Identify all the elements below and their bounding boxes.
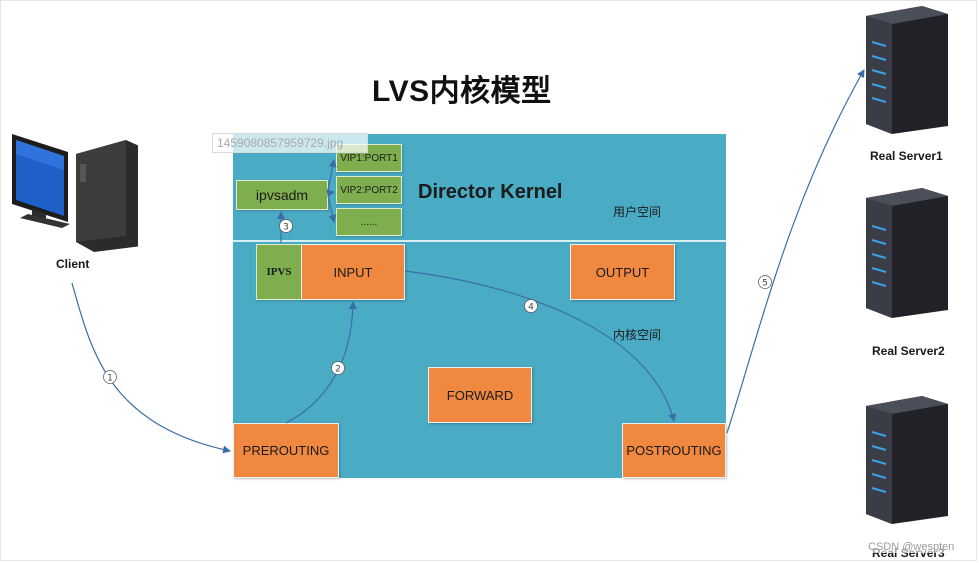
real-server-1-label: Real Server1: [870, 149, 943, 163]
prerouting-chain-box: PREROUTING: [233, 423, 339, 478]
vip2-port2-box: VIP2:PORT2: [336, 176, 402, 204]
arrow-step-2: [285, 301, 357, 424]
output-chain-box: OUTPUT: [570, 244, 675, 300]
forward-chain-box: FORWARD: [428, 367, 532, 423]
step-5-marker: [758, 275, 772, 289]
postrouting-chain-box: POSTROUTING: [622, 423, 726, 478]
arrow-ipvsadm-vip2: [326, 189, 335, 198]
ipvsadm-box: ipvsadm: [236, 180, 328, 210]
arrow-step-1: [71, 282, 231, 454]
input-chain-box: INPUT: [301, 244, 405, 300]
image-filename-watermark: 1459080857959729.jpg: [212, 133, 368, 153]
step-1-number: 1: [107, 374, 113, 384]
ipvs-box: IPVS: [256, 244, 302, 300]
server-tower-icon: [866, 188, 948, 318]
csdn-credit-watermark: CSDN @wespten: [868, 541, 955, 553]
step-3-marker: [279, 219, 293, 233]
user-kernel-divider: [233, 240, 726, 242]
step-3-number: 3: [283, 223, 289, 233]
arrow-step-5: [726, 69, 865, 434]
arrow-step-4: [404, 270, 677, 422]
kernel-space-label: 内核空间: [613, 328, 662, 342]
arrow-ipvsadm-vip1: [327, 159, 337, 191]
step-2-marker: [331, 361, 345, 375]
server-tower-icon: [866, 6, 948, 134]
more-vips-box: ......: [336, 208, 402, 236]
step-4-number: 4: [528, 303, 534, 313]
step-2-number: 2: [335, 365, 341, 375]
desktop-computer-icon: [12, 134, 138, 252]
user-space-label: 用户空间: [613, 205, 662, 219]
step-1-marker: [103, 370, 117, 384]
step-4-marker: [524, 299, 538, 313]
real-server-2-label: Real Server2: [872, 344, 945, 358]
arrow-ipvsadm-more: [327, 195, 337, 223]
step-5-number: 5: [762, 279, 768, 289]
client-label: Client: [56, 257, 90, 271]
director-kernel-label: Director Kernel: [418, 181, 563, 203]
server-tower-icon: [866, 396, 948, 524]
diagram-title: LVS内核模型: [372, 75, 552, 108]
